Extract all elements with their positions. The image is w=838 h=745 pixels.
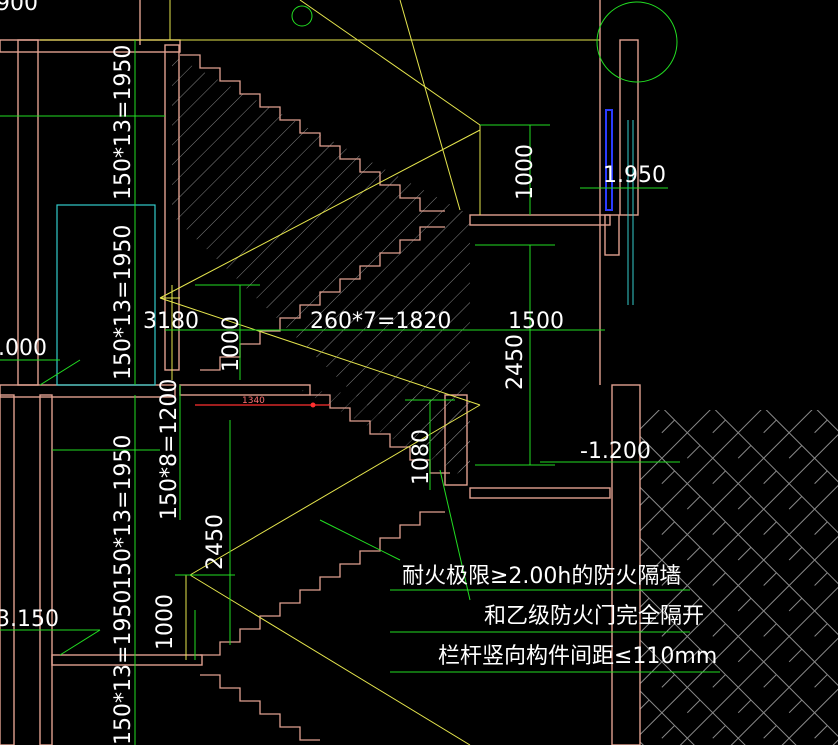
dim-left-vertical-1: 150*13=1950 (111, 45, 136, 200)
dim-1000-top: 1000 (513, 144, 538, 200)
dim-top-left-partial: 900 (0, 0, 38, 16)
stair-hatch-upper (172, 55, 470, 480)
dim-150x8-1200: 150*8=1200 (157, 379, 182, 520)
dim-1500: 1500 (508, 309, 564, 334)
level-000: .000 (0, 336, 47, 361)
railing-lines (40, 0, 600, 745)
dim-3180: 3180 (143, 309, 199, 334)
level-minus-1200: -1.200 (580, 439, 651, 464)
note-fire-wall: 耐火极限≥2.00h的防火隔墙 (402, 564, 681, 589)
dimension-1340-leader (195, 402, 330, 408)
ground-hatch-right (640, 410, 838, 745)
dim-1340: 1340 (242, 396, 265, 406)
level-1950: 1.950 (603, 163, 666, 188)
level-bottom-left: 3.150 (0, 607, 59, 632)
dim-2450-left: 2450 (203, 514, 228, 570)
note-fire-door: 和乙级防火门完全隔开 (484, 604, 704, 629)
dim-left-vertical-2: 150*13=1950 (111, 225, 136, 380)
dim-1080-landing: 1080 (409, 429, 434, 485)
walls (0, 0, 641, 745)
stair-hatch-lower (300, 390, 470, 480)
dim-left-vertical-3: 150*13=1950 (111, 435, 136, 590)
dim-260x7-1820: 260*7=1820 (310, 309, 451, 334)
dim-1000-bottom: 1000 (153, 594, 178, 650)
window-elements (56, 109, 634, 386)
dimension-lines (0, 1, 720, 745)
dim-2450-right: 2450 (503, 334, 528, 390)
dim-left-vertical-4: 150*13=1950 (111, 590, 136, 745)
note-railing-spacing: 栏杆竖向构件间距≤110mm (438, 644, 717, 669)
dim-1000-mid: 1000 (219, 316, 244, 372)
